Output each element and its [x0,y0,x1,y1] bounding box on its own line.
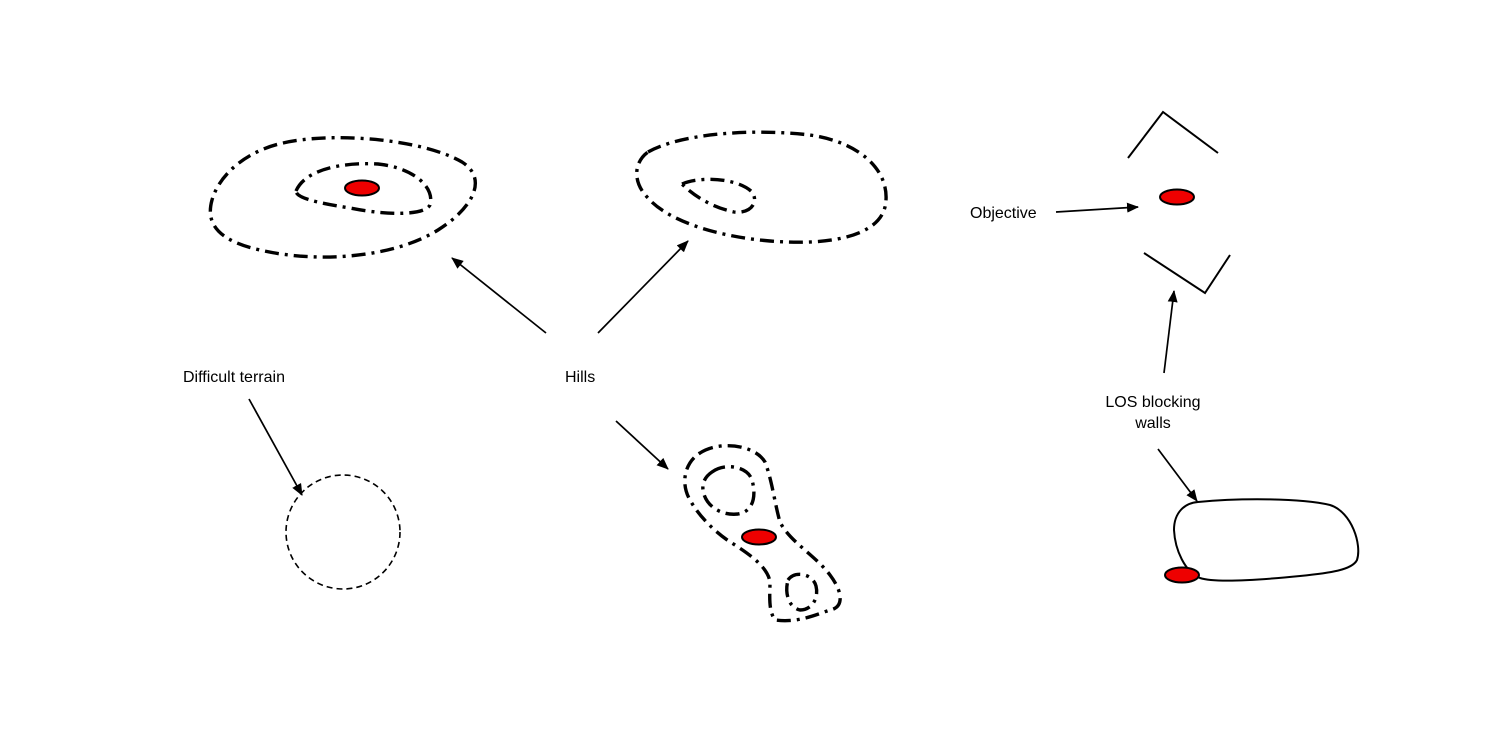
los-wall-lower [1143,252,1231,295]
label-objective: Objective [970,205,1037,222]
hill-top-middle-outer-contour [635,130,888,244]
hill-bottom-middle-inner-contour-2 [785,572,819,612]
hill-bottom-middle [683,444,842,623]
hill-top-middle [635,130,888,244]
los-walls-group [1127,110,1231,295]
arrow-difficult-terrain [248,398,303,496]
arrow-hills-to-top-left [451,257,547,334]
hill-bottom-middle-inner-contour-1 [701,465,756,516]
difficult-terrain-area [285,474,401,590]
label-los-line1: LOS blocking [1105,394,1200,411]
hill-bottom-middle-outer-contour [683,444,842,623]
arrow-los-to-enclosure [1157,448,1198,502]
label-difficult-terrain: Difficult terrain [183,369,285,386]
label-los-line2: walls [1134,415,1171,432]
los-wall-upper [1127,110,1219,159]
hill-top-left-inner-contour [294,162,433,215]
arrow-los-to-upper-walls [1163,290,1178,374]
hill-top-left-outer-contour [208,136,477,259]
objective-marker [741,528,777,546]
arrow-objective [1055,202,1139,213]
objective-marker [344,179,380,197]
label-hills: Hills [565,369,595,386]
arrow-hills-to-top-middle [597,240,689,334]
los-enclosure-group [1164,498,1360,584]
los-wall-enclosure [1172,498,1360,582]
objective-marker [1159,188,1195,206]
objective-marker [1164,566,1200,584]
hill-top-middle-inner-contour [679,177,757,214]
hill-top-left [208,136,477,259]
arrow-hills-to-bottom-middle [615,420,669,470]
